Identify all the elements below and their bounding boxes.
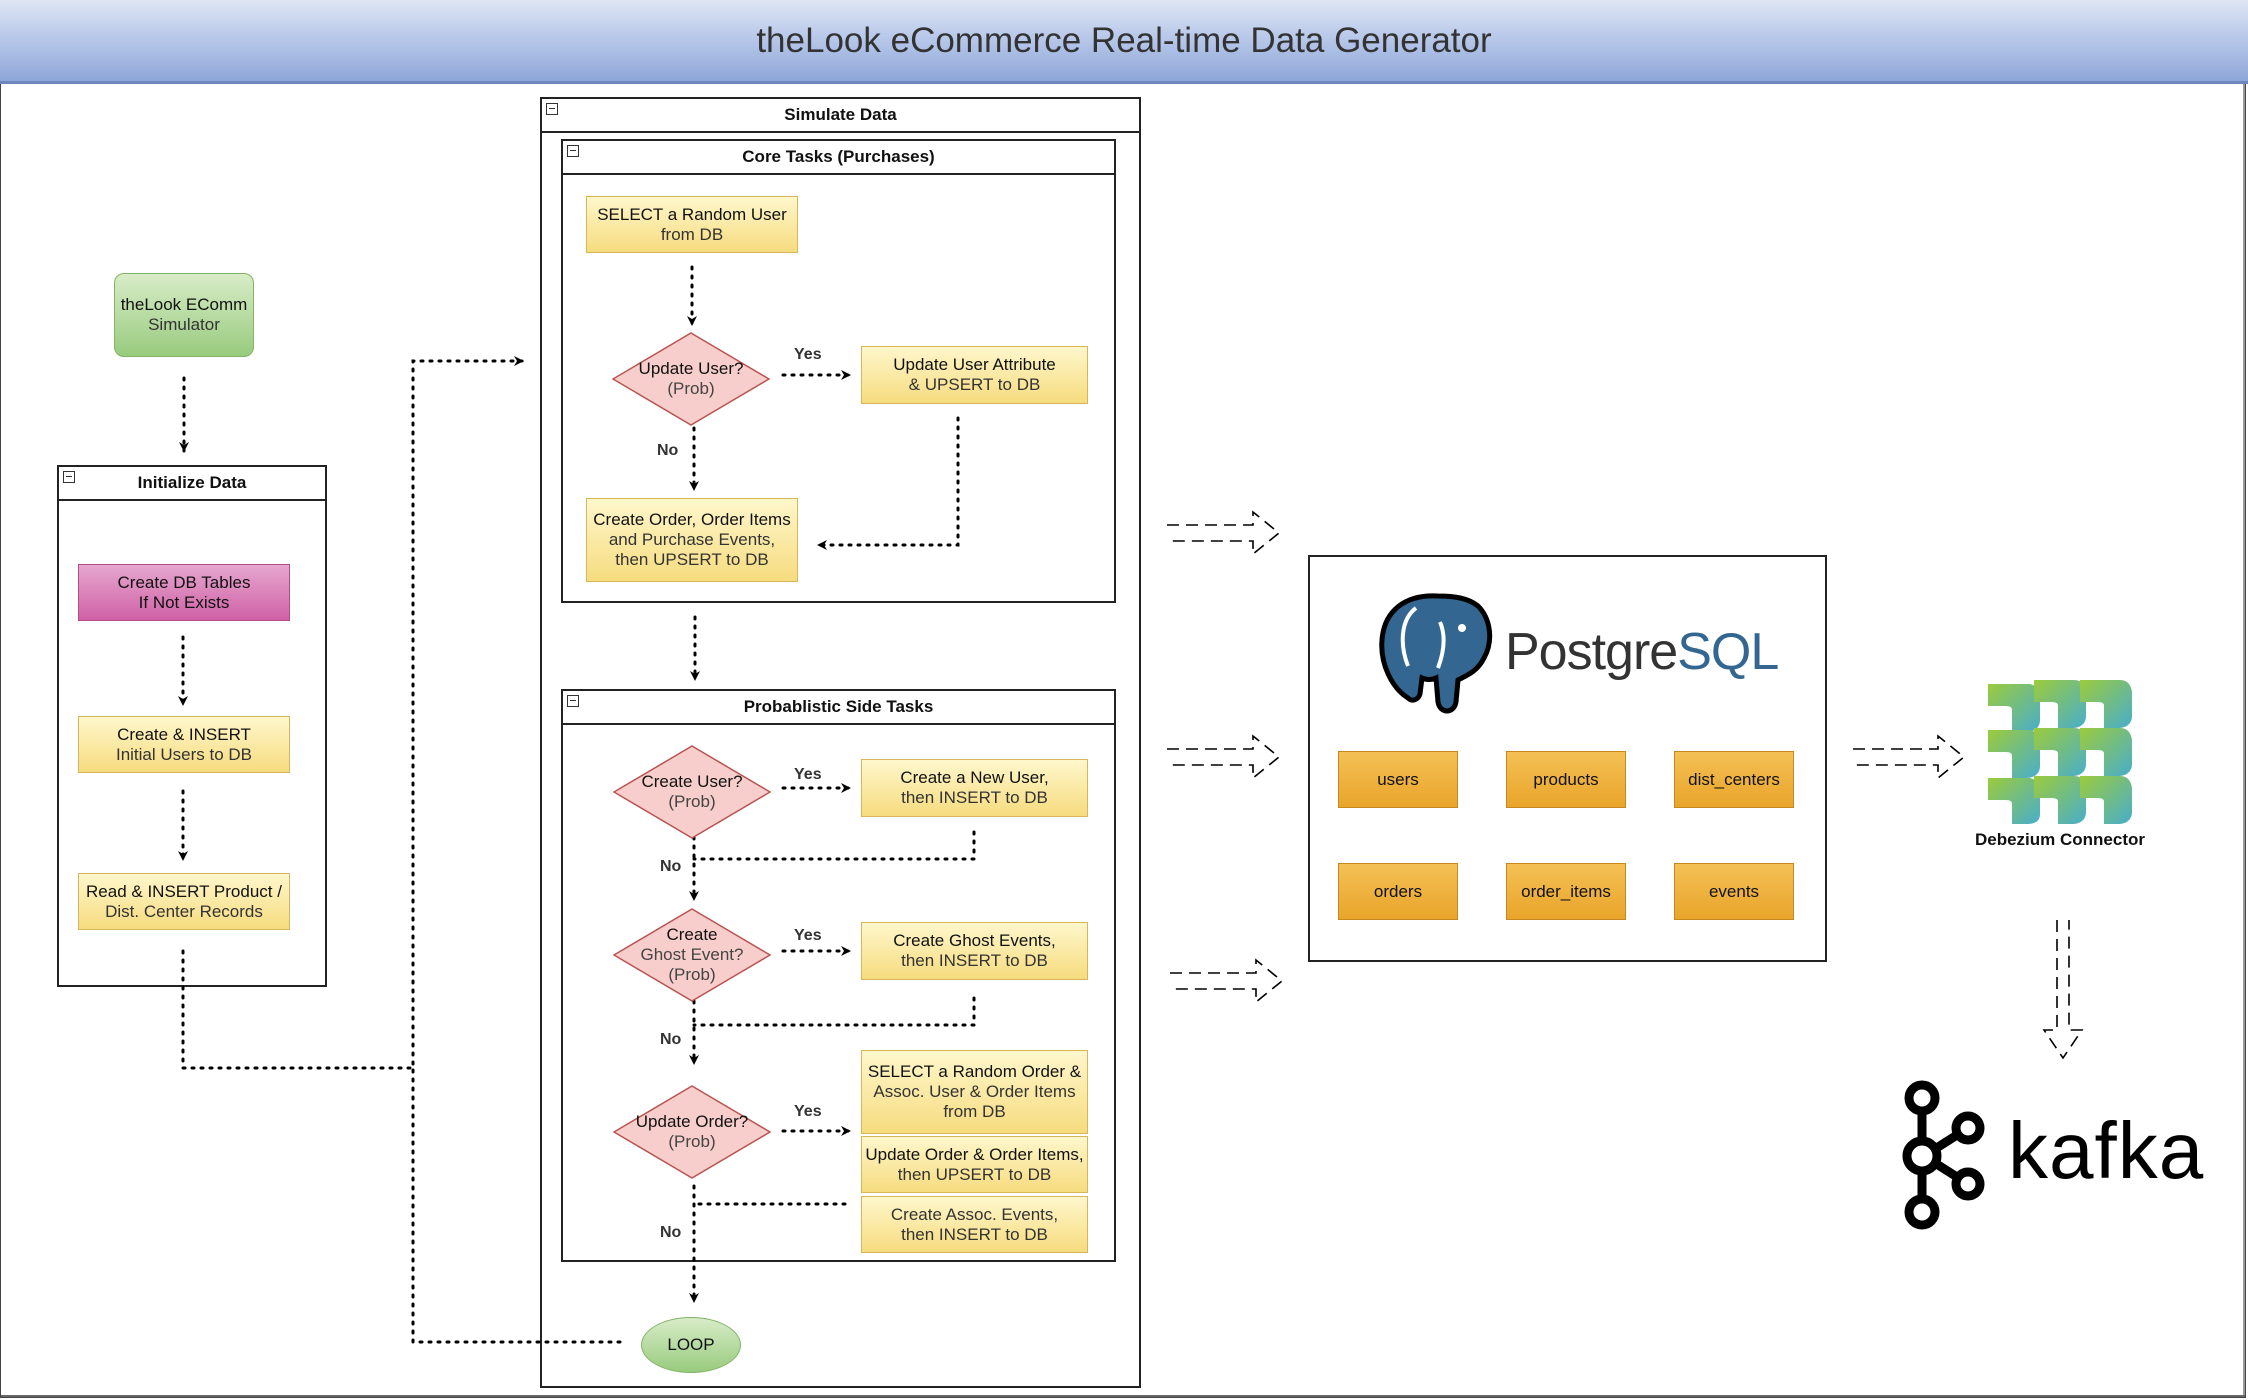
ghost-event-decision[interactable]: Create Ghost Event? (Prob) [613,908,771,1002]
kafka-logo-text: kafka [2008,1106,2205,1195]
create-user-decision[interactable]: Create User? (Prob) [613,745,771,839]
side-tasks-title: Probablistic Side Tasks [743,697,934,716]
assoc-events-node[interactable]: Create Assoc. Events, then INSERT to DB [861,1196,1088,1253]
no-label: No [660,858,682,875]
loop-node[interactable]: LOOP [641,1317,741,1373]
postgresql-logo: PostgreSQL [1505,623,1779,681]
update-user-decision[interactable]: Update User? (Prob) [612,332,770,426]
no-label: No [657,442,679,459]
title-bar: theLook eCommerce Real-time Data Generat… [0,0,2248,84]
yes-label: Yes [794,766,822,783]
collapse-icon[interactable] [567,145,579,157]
initialize-data-title: Initialize Data [137,473,247,492]
collapse-icon[interactable] [63,471,75,483]
simulate-data-title: Simulate Data [784,105,897,124]
yes-label: Yes [794,927,822,944]
kafka-logo-icon [1902,1080,1985,1230]
create-order-node[interactable]: Create Order, Order Items and Purchase E… [586,498,798,582]
select-random-order-node[interactable]: SELECT a Random Order & Assoc. User & Or… [861,1050,1088,1134]
update-order-node[interactable]: Update Order & Order Items, then UPSERT … [861,1136,1088,1193]
no-label: No [660,1224,682,1241]
core-tasks-title: Core Tasks (Purchases) [742,147,935,166]
select-random-user-node[interactable]: SELECT a Random User from DB [586,196,798,253]
simulator-node[interactable]: theLook EComm Simulator [114,273,254,357]
update-user-attribute-node[interactable]: Update User Attribute & UPSERT to DB [861,346,1088,404]
diagram-frame [0,84,2246,1398]
collapse-icon[interactable] [567,695,579,707]
yes-label: Yes [794,346,822,363]
debezium-logo-icon [1988,680,2132,824]
ghost-events-node[interactable]: Create Ghost Events, then INSERT to DB [861,922,1088,980]
insert-users-node[interactable]: Create & INSERT Initial Users to DB [78,716,290,773]
collapse-icon[interactable] [546,103,558,115]
create-new-user-node[interactable]: Create a New User, then INSERT to DB [861,759,1088,817]
no-label: No [660,1031,682,1048]
users-table[interactable]: users [1338,751,1458,808]
diagram-title: theLook eCommerce Real-time Data Generat… [756,20,1492,60]
events-table[interactable]: events [1674,863,1794,920]
debezium-connector-label: Debezium Connector [1974,830,2146,849]
insert-products-node[interactable]: Read & INSERT Product / Dist. Center Rec… [78,873,290,930]
order-items-table[interactable]: order_items [1506,863,1626,920]
products-table[interactable]: products [1506,751,1626,808]
dist-centers-table[interactable]: dist_centers [1674,751,1794,808]
create-db-tables-node[interactable]: Create DB Tables If Not Exists [78,564,290,621]
yes-label: Yes [794,1103,822,1120]
orders-table[interactable]: orders [1338,863,1458,920]
update-order-decision[interactable]: Update Order? (Prob) [613,1085,771,1179]
postgres-elephant-icon [1379,593,1493,714]
